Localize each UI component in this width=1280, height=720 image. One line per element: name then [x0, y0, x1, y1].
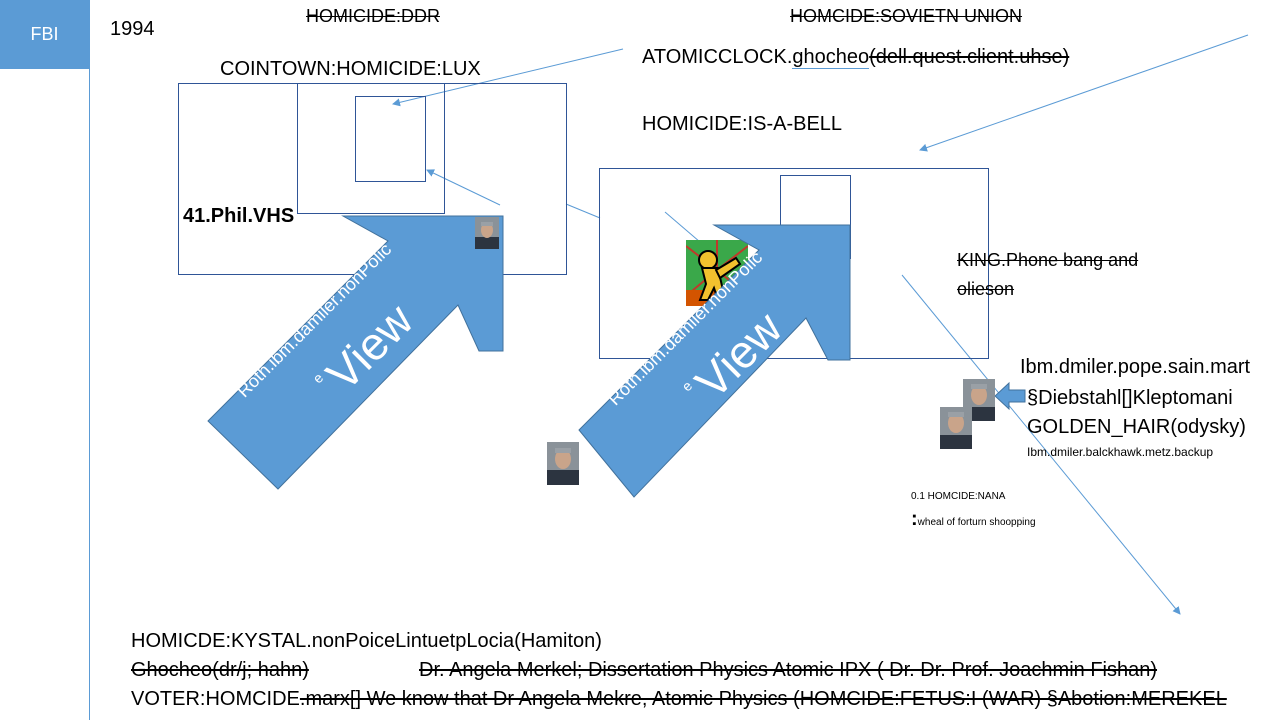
clock-struck: (dell.quest.client.uhse) [869, 46, 1070, 68]
connector-topright [919, 34, 1249, 152]
left-frame-small [355, 96, 426, 182]
nana-line: 0.1 HOMCIDE:NANA [911, 491, 1006, 502]
portrait-photo [940, 407, 972, 449]
connector-left-inner [426, 169, 501, 206]
clock-prefix: ATOMICCLOCK. [642, 46, 793, 68]
title-soviet: HOMCIDE:SOVIETN UNION [790, 6, 1023, 26]
backup-line: Ibm.dmiler.balckhawk.metz.backup [1027, 445, 1214, 459]
cointown-label: COINTOWN:HOMICIDE:LUX [220, 58, 481, 80]
king-line-1: KING.Phone bang and [957, 250, 1139, 270]
voter-label: VOTER:HOMCIDE [131, 688, 300, 710]
voter-struck: .marx[] We know that Dr Angela Mekre, At… [299, 688, 1227, 710]
connector-mid [565, 203, 601, 219]
portrait-photo [547, 442, 579, 485]
portrait-photo [475, 217, 499, 249]
connector-right-inner [664, 211, 701, 243]
view-arrow-right [578, 224, 851, 498]
ghocheo-link[interactable]: ghocheo [792, 46, 870, 69]
colon-mark: : [911, 508, 918, 530]
arrow-left-text: Roth.ibm.damiler.nonPolic e View [216, 232, 476, 432]
king-line-2: olieson [957, 279, 1015, 299]
fbi-tag[interactable]: FBI [0, 0, 89, 69]
bottom-line-2a: Ghocheo(dr/j; hahn) [131, 659, 309, 681]
arrow-right-text: Roth.ibm.damiler.nonPolic e View [587, 240, 847, 440]
sidebar-divider [89, 0, 90, 720]
pointer-arrow-icon [995, 381, 1026, 411]
year-label: 1994 [110, 18, 155, 40]
bottom-line-3: VOTER:HOMCIDE.marx[] We know that Dr Ang… [131, 688, 1227, 711]
atomic-clock-line: ATOMICCLOCK.ghocheo(dell.quest.client.uh… [642, 46, 1069, 69]
connector-clock-to-box [392, 48, 624, 107]
ibm-line: Ibm.dmiler.pope.sain.mart [1020, 356, 1251, 378]
golden-hair-line: GOLDEN_HAIR(odysky) [1027, 416, 1246, 438]
wheal-line: :wheal of forturn shoopping [911, 508, 1036, 531]
connector-long-down [901, 274, 1181, 615]
view-arrow-left [207, 215, 504, 490]
wheal-text: wheal of forturn shoopping [917, 517, 1036, 528]
bell-label: HOMICIDE:IS-A-BELL [642, 113, 843, 135]
right-frame-outer [599, 168, 989, 359]
title-ddr: HOMICIDE:DDR [306, 6, 440, 26]
bottom-line-2b: Dr. Angela Merkel; Dissertation Physics … [419, 659, 1158, 681]
left-frame-inner [297, 83, 445, 214]
phil-vhs-label: 41.Phil.VHS [183, 205, 295, 227]
diebstahl-line: §Diebstahl[]Kleptomani [1027, 387, 1233, 409]
bottom-line-1: HOMICDE:KYSTAL.nonPoiceLintuetpLocia(Ham… [131, 630, 602, 652]
fbi-label: FBI [30, 24, 59, 44]
